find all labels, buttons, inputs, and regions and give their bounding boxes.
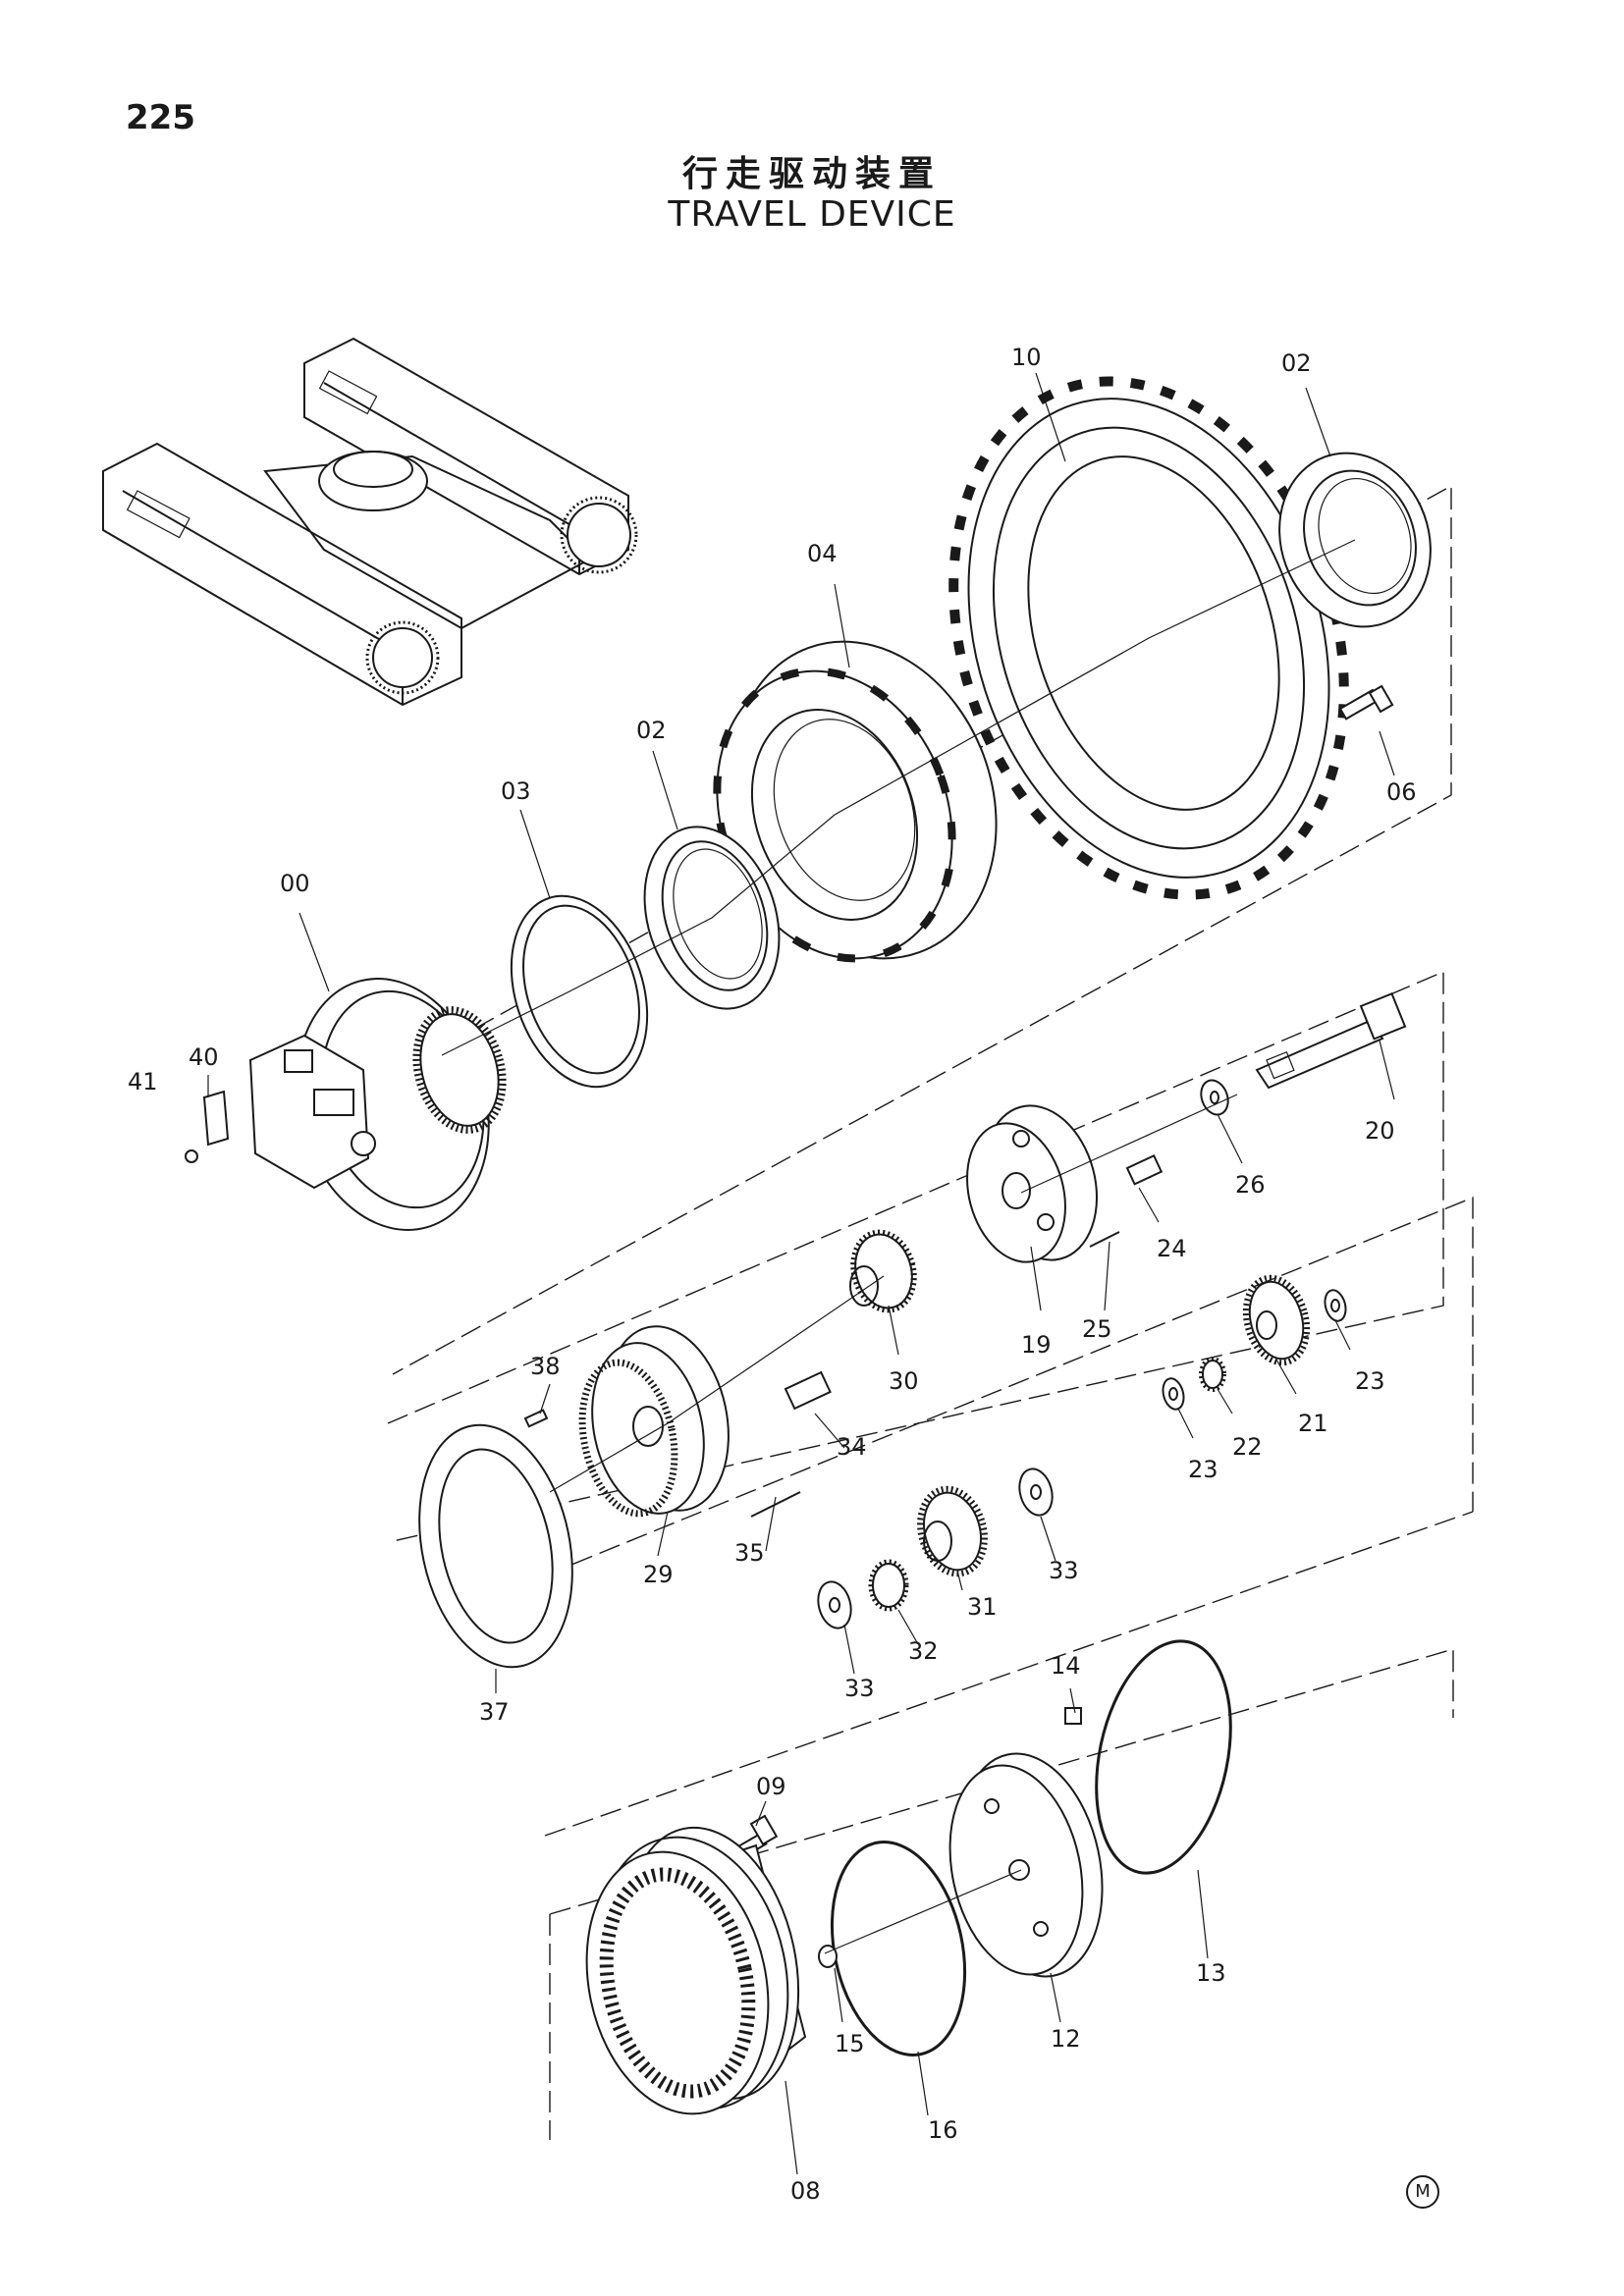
undercarriage-overview xyxy=(102,337,638,707)
screw-part-41 xyxy=(185,1149,198,1163)
label-part-23-right: 23 xyxy=(1355,1367,1385,1395)
label-part-20: 20 xyxy=(1365,1117,1395,1145)
label-part-30: 30 xyxy=(889,1367,919,1395)
washer-part-23-left xyxy=(1162,1377,1185,1411)
label-part-03: 03 xyxy=(501,777,531,805)
label-part-15: 15 xyxy=(835,2030,865,2057)
bushing-part-22 xyxy=(1199,1357,1226,1392)
seal-part-03 xyxy=(510,894,649,1089)
label-part-38: 38 xyxy=(530,1353,561,1380)
part-labels: 10 02 04 02 03 06 00 40 41 20 26 24 25 1… xyxy=(128,344,1417,2205)
label-part-25: 25 xyxy=(1082,1315,1112,1343)
shaft-part-20 xyxy=(1255,991,1407,1090)
label-part-22: 22 xyxy=(1232,1433,1263,1461)
carrier-part-29 xyxy=(578,1325,730,1518)
page-number: 225 xyxy=(126,98,195,137)
label-part-32: 32 xyxy=(908,1637,939,1665)
leader-lines xyxy=(207,372,1395,2175)
gear-part-30 xyxy=(849,1229,917,1313)
label-part-16: 16 xyxy=(928,2116,958,2144)
label-part-40: 40 xyxy=(189,1043,219,1071)
page-title-chinese: 行走驱动装置 xyxy=(681,154,942,194)
label-part-13: 13 xyxy=(1196,1959,1226,1987)
label-part-21: 21 xyxy=(1298,1410,1328,1437)
gear-part-31 xyxy=(917,1485,988,1577)
washer-part-33-left xyxy=(817,1580,852,1629)
label-part-08: 08 xyxy=(790,2177,821,2205)
label-part-24: 24 xyxy=(1157,1235,1187,1262)
washer-part-33-right xyxy=(1018,1468,1054,1517)
label-part-35: 35 xyxy=(734,1539,765,1567)
pin-part-38 xyxy=(523,1409,549,1428)
label-part-33-right: 33 xyxy=(1049,1557,1079,1584)
bolt-part-06 xyxy=(1338,684,1394,721)
ring-gear-part-08 xyxy=(585,1826,807,2115)
pin-part-24 xyxy=(1125,1153,1164,1186)
washer-part-23-right xyxy=(1324,1289,1347,1322)
label-part-37: 37 xyxy=(479,1698,510,1726)
o-ring-part-13 xyxy=(1095,1639,1232,1875)
label-part-14: 14 xyxy=(1051,1652,1081,1680)
pin-part-34 xyxy=(784,1370,832,1411)
carrier-part-19 xyxy=(966,1104,1099,1263)
label-part-34: 34 xyxy=(837,1433,867,1461)
label-part-26: 26 xyxy=(1235,1171,1266,1199)
label-part-10: 10 xyxy=(1011,344,1042,371)
plate-part-40 xyxy=(202,1090,230,1147)
label-part-02-middle: 02 xyxy=(636,717,667,744)
label-part-33-left: 33 xyxy=(844,1675,875,1702)
washer-part-26 xyxy=(1200,1079,1229,1116)
spring-pin-part-25 xyxy=(1089,1231,1120,1248)
travel-motor-part-00 xyxy=(248,978,507,1231)
label-part-09: 09 xyxy=(756,1773,786,1800)
assembly-outlines xyxy=(294,484,1474,2140)
label-part-23-left: 23 xyxy=(1188,1456,1218,1483)
label-part-12: 12 xyxy=(1051,2025,1081,2053)
label-part-29: 29 xyxy=(643,1561,674,1588)
bushing-part-32 xyxy=(868,1559,909,1612)
label-part-04: 04 xyxy=(807,540,838,567)
label-part-19: 19 xyxy=(1021,1331,1052,1359)
plug-part-14 xyxy=(1064,1707,1082,1725)
label-part-41: 41 xyxy=(128,1068,158,1095)
plug-part-15 xyxy=(818,1945,838,1968)
cover-part-12 xyxy=(948,1752,1104,1978)
thrust-plate-part-37 xyxy=(418,1423,573,1669)
label-part-02-top: 02 xyxy=(1281,349,1312,377)
label-part-31: 31 xyxy=(967,1593,998,1621)
page-title: TRAVEL DEVICE xyxy=(668,194,956,235)
gear-part-21 xyxy=(1242,1274,1311,1366)
label-part-06: 06 xyxy=(1386,778,1417,806)
spring-pin-part-35 xyxy=(750,1491,801,1518)
label-part-00: 00 xyxy=(280,870,310,897)
manufacturer-mark: M xyxy=(1406,2175,1439,2209)
